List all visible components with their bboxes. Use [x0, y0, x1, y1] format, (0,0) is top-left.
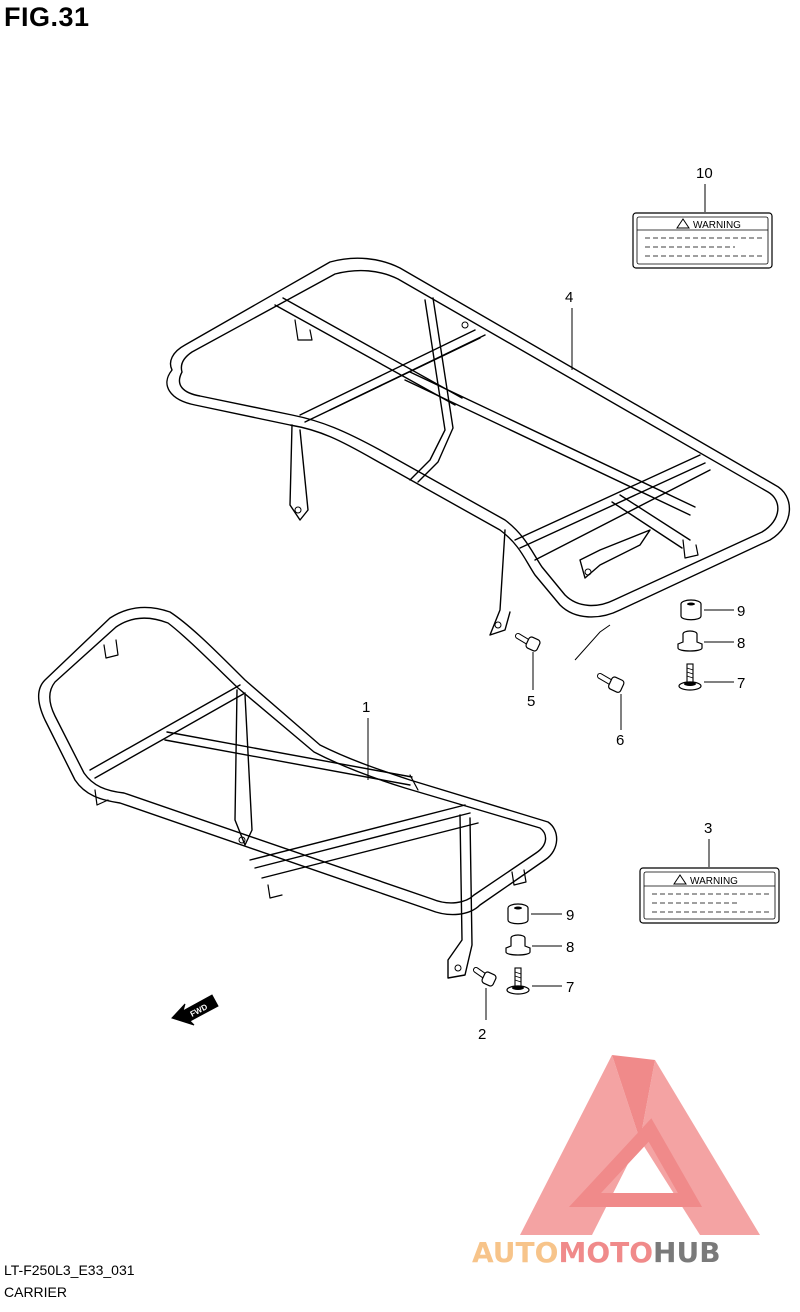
rear-carrier-part-4[interactable] [166, 257, 791, 636]
callout-9-front: 9 [566, 907, 574, 924]
warning-label-part-10[interactable]: WARNING [632, 212, 773, 269]
bolt-part-7-front[interactable] [506, 967, 530, 995]
bolt-part-5[interactable] [515, 633, 541, 652]
bolt-part-6[interactable] [597, 673, 625, 693]
callout-8-front: 8 [566, 939, 574, 956]
callout-3: 3 [704, 820, 712, 837]
warning-label-part-3[interactable]: WARNING [639, 867, 780, 924]
watermark-auto: AUTOMOTOHUB [472, 1236, 721, 1269]
warning-triangle-icon [676, 218, 690, 229]
diagram-name: CARRIER [4, 1284, 68, 1300]
forward-direction-arrow: FWD [171, 994, 219, 1026]
callout-7-front: 7 [566, 979, 574, 996]
bolt-part-2[interactable] [473, 967, 497, 987]
collar-part-8-front[interactable] [505, 934, 531, 956]
diagram-code: LT-F250L3_E33_031 [4, 1262, 135, 1278]
callout-4: 4 [565, 289, 573, 306]
cushion-part-9-front[interactable] [507, 903, 529, 925]
figure-title: FIG.31 [4, 2, 90, 32]
watermark-logo: AUTOMOTOHUB [472, 1055, 760, 1269]
cushion-part-9-rear[interactable] [680, 599, 702, 621]
bolt-part-7-rear[interactable] [678, 663, 702, 691]
callout-5: 5 [527, 693, 535, 710]
collar-part-8-rear[interactable] [677, 630, 703, 652]
warning-label-text: WARNING [690, 876, 738, 887]
callout-7-rear: 7 [737, 675, 745, 692]
warning-label-text: WARNING [693, 220, 741, 231]
callout-9-rear: 9 [737, 603, 745, 620]
callout-8-rear: 8 [737, 635, 745, 652]
callout-6: 6 [616, 732, 624, 749]
callout-1: 1 [362, 699, 370, 716]
callout-2: 2 [478, 1026, 486, 1043]
callout-10: 10 [696, 165, 713, 182]
front-carrier-part-1[interactable] [37, 606, 558, 979]
warning-triangle-icon [673, 874, 687, 885]
